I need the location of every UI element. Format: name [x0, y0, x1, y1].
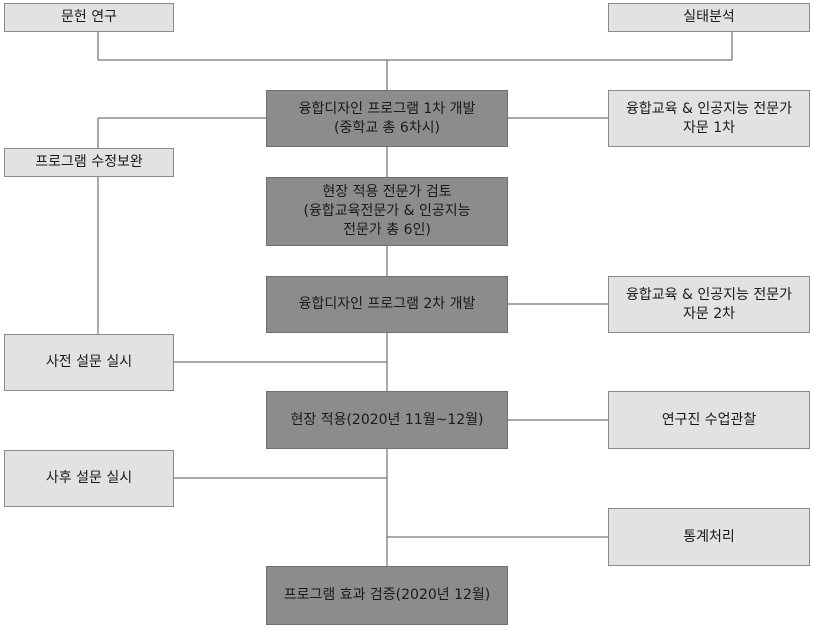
expert-advice-2-box: 융합교육 & 인공지능 전문가 자문 2차: [608, 276, 810, 333]
post-survey-box: 사후 설문 실시: [4, 450, 174, 507]
status-analysis-box: 실태분석: [608, 3, 810, 32]
program-development-2-box: 융합디자인 프로그램 2차 개발: [266, 276, 508, 333]
program-development-1-box: 융합디자인 프로그램 1차 개발 (중학교 총 6차시): [266, 90, 508, 147]
literature-review-box: 문헌 연구: [4, 3, 174, 32]
program-revision-box: 프로그램 수정보완: [4, 148, 174, 177]
expert-review-box: 현장 적용 전문가 검토 (융합교육전문가 & 인공지능 전문가 총 6인): [266, 177, 508, 246]
expert-advice-1-box: 융합교육 & 인공지능 전문가 자문 1차: [608, 90, 810, 147]
statistics-box: 통계처리: [608, 508, 810, 566]
pre-survey-box: 사전 설문 실시: [4, 334, 174, 391]
class-observation-box: 연구진 수업관찰: [608, 391, 810, 449]
field-application-box: 현장 적용(2020년 11월~12월): [266, 391, 508, 449]
effect-verification-box: 프로그램 효과 검증(2020년 12월): [266, 566, 508, 625]
